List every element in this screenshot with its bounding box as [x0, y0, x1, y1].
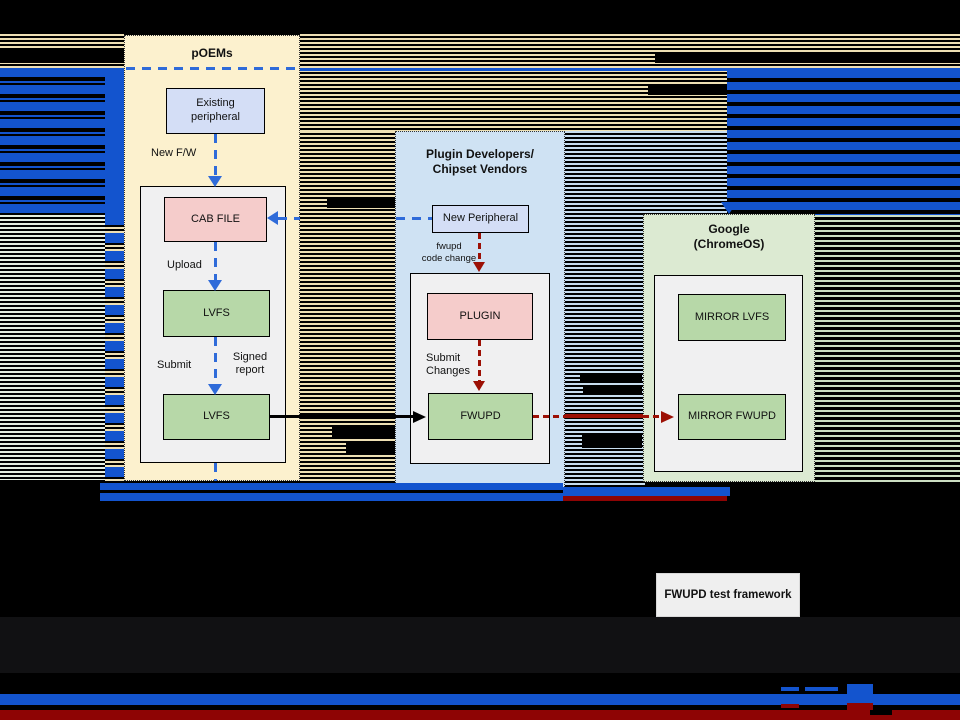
glitch-stripes-right-green [815, 215, 960, 482]
glitch-stripes-gap-right [565, 131, 645, 487]
arrow-plugin-to-fwupd [478, 340, 481, 381]
poems-bottom-dashed-tail [214, 463, 217, 481]
arrow-lvfs-to-fwupd-line [270, 415, 413, 418]
new-fw-label: New F/W [151, 147, 197, 159]
arrow-existing-to-cab [214, 134, 217, 176]
poems-panel-title: pOEMs [191, 46, 233, 60]
black-bar-mid-right2 [583, 385, 642, 394]
upload-label: Upload [167, 259, 202, 271]
black-bar-upper-right [648, 85, 727, 95]
glitch-vbar-blue-striped [105, 215, 124, 490]
lvfs-top-box: LVFS [163, 290, 270, 337]
black-bar-mid-right1 [580, 374, 642, 383]
arrowhead-newperipheral-to-plugin [473, 262, 485, 272]
arrowhead-plugin-to-fwupd [473, 381, 485, 391]
glitch-vbar-blue-solid [105, 68, 124, 215]
glitch-stripes-left-lightgreen [0, 215, 105, 480]
arrowhead-into-mirror-fwupd [661, 411, 674, 423]
black-bar-gap-lower2 [346, 441, 396, 453]
glitch-blue-line-top [300, 68, 960, 71]
plugin-panel-title: Plugin Developers/ Chipset Vendors [425, 147, 535, 176]
legend-red-dash [781, 704, 799, 708]
legend-blue-dash1 [781, 687, 799, 691]
glitch-blue-stripe-bottom [0, 694, 960, 705]
mirror-fwupd-box: MIRROR FWUPD [678, 394, 786, 440]
glitch-blue-band-under-panels1 [100, 483, 563, 490]
submit-label: Submit [157, 359, 192, 371]
cab-file-box: CAB FILE [164, 197, 267, 242]
lvfs-bottom-box: LVFS [163, 394, 270, 440]
glitch-stripes-upper-mid [300, 70, 727, 131]
dark-gray-band [0, 617, 960, 673]
arrowhead-cab-to-lvfs [208, 280, 222, 291]
black-bar-top-right [655, 52, 960, 63]
fwupd-test-framework-box: FWUPD test framework [656, 573, 800, 617]
arrowhead-lvfs-to-lvfs [208, 384, 222, 395]
mirror-lvfs-box: MIRROR LVFS [678, 294, 786, 341]
glitch-stripes-above-google [645, 131, 727, 214]
submit-changes-label: Submit Changes [426, 352, 471, 378]
black-bar-mid-right3 [582, 434, 642, 448]
black-bar-gap-lower1 [332, 425, 396, 437]
glitch-stripes-right-blue [727, 70, 960, 215]
glitch-blue-arrowhead-google [721, 202, 737, 214]
arrowhead-existing-to-cab [208, 176, 222, 187]
black-bar-cab-gap [327, 197, 395, 208]
legend-blue-dash2 [805, 687, 838, 691]
fwupd-code-change-label: fwupd code change [421, 241, 477, 264]
poems-top-dashed-line [126, 67, 298, 70]
glitch-red-band-under-panels [563, 496, 727, 501]
glitch-stripes-left-blue [0, 68, 105, 215]
existing-peripheral-box: Existing peripheral [166, 88, 265, 134]
black-bar-left-top [0, 48, 124, 63]
arrow-cab-to-lvfs [214, 242, 217, 280]
glitch-red-stripe-bottom [0, 710, 960, 720]
plugin-box: PLUGIN [427, 293, 533, 340]
legend-red-block [847, 703, 873, 712]
fwupd-box: FWUPD [428, 393, 533, 440]
glitch-red-solid-segment [565, 414, 643, 418]
glitch-blue-band-under-panels2 [100, 493, 563, 501]
arrowhead-into-cab [267, 211, 278, 225]
arrow-newperipheral-to-plugin [478, 233, 481, 262]
google-panel-title: Google (ChromeOS) [693, 222, 765, 251]
black-notch-red-stripe [870, 710, 892, 715]
new-peripheral-box: New Peripheral [432, 205, 529, 233]
arrow-newperipheral-to-cab-dash [278, 217, 300, 220]
glitch-blue-band-under-panels3 [563, 487, 730, 496]
arrow-lvfs-to-lvfs [214, 337, 217, 384]
dash-into-new-peripheral [396, 217, 432, 220]
signed-report-label: Signed report [232, 351, 268, 377]
arrowhead-lvfs-to-fwupd [413, 411, 426, 423]
